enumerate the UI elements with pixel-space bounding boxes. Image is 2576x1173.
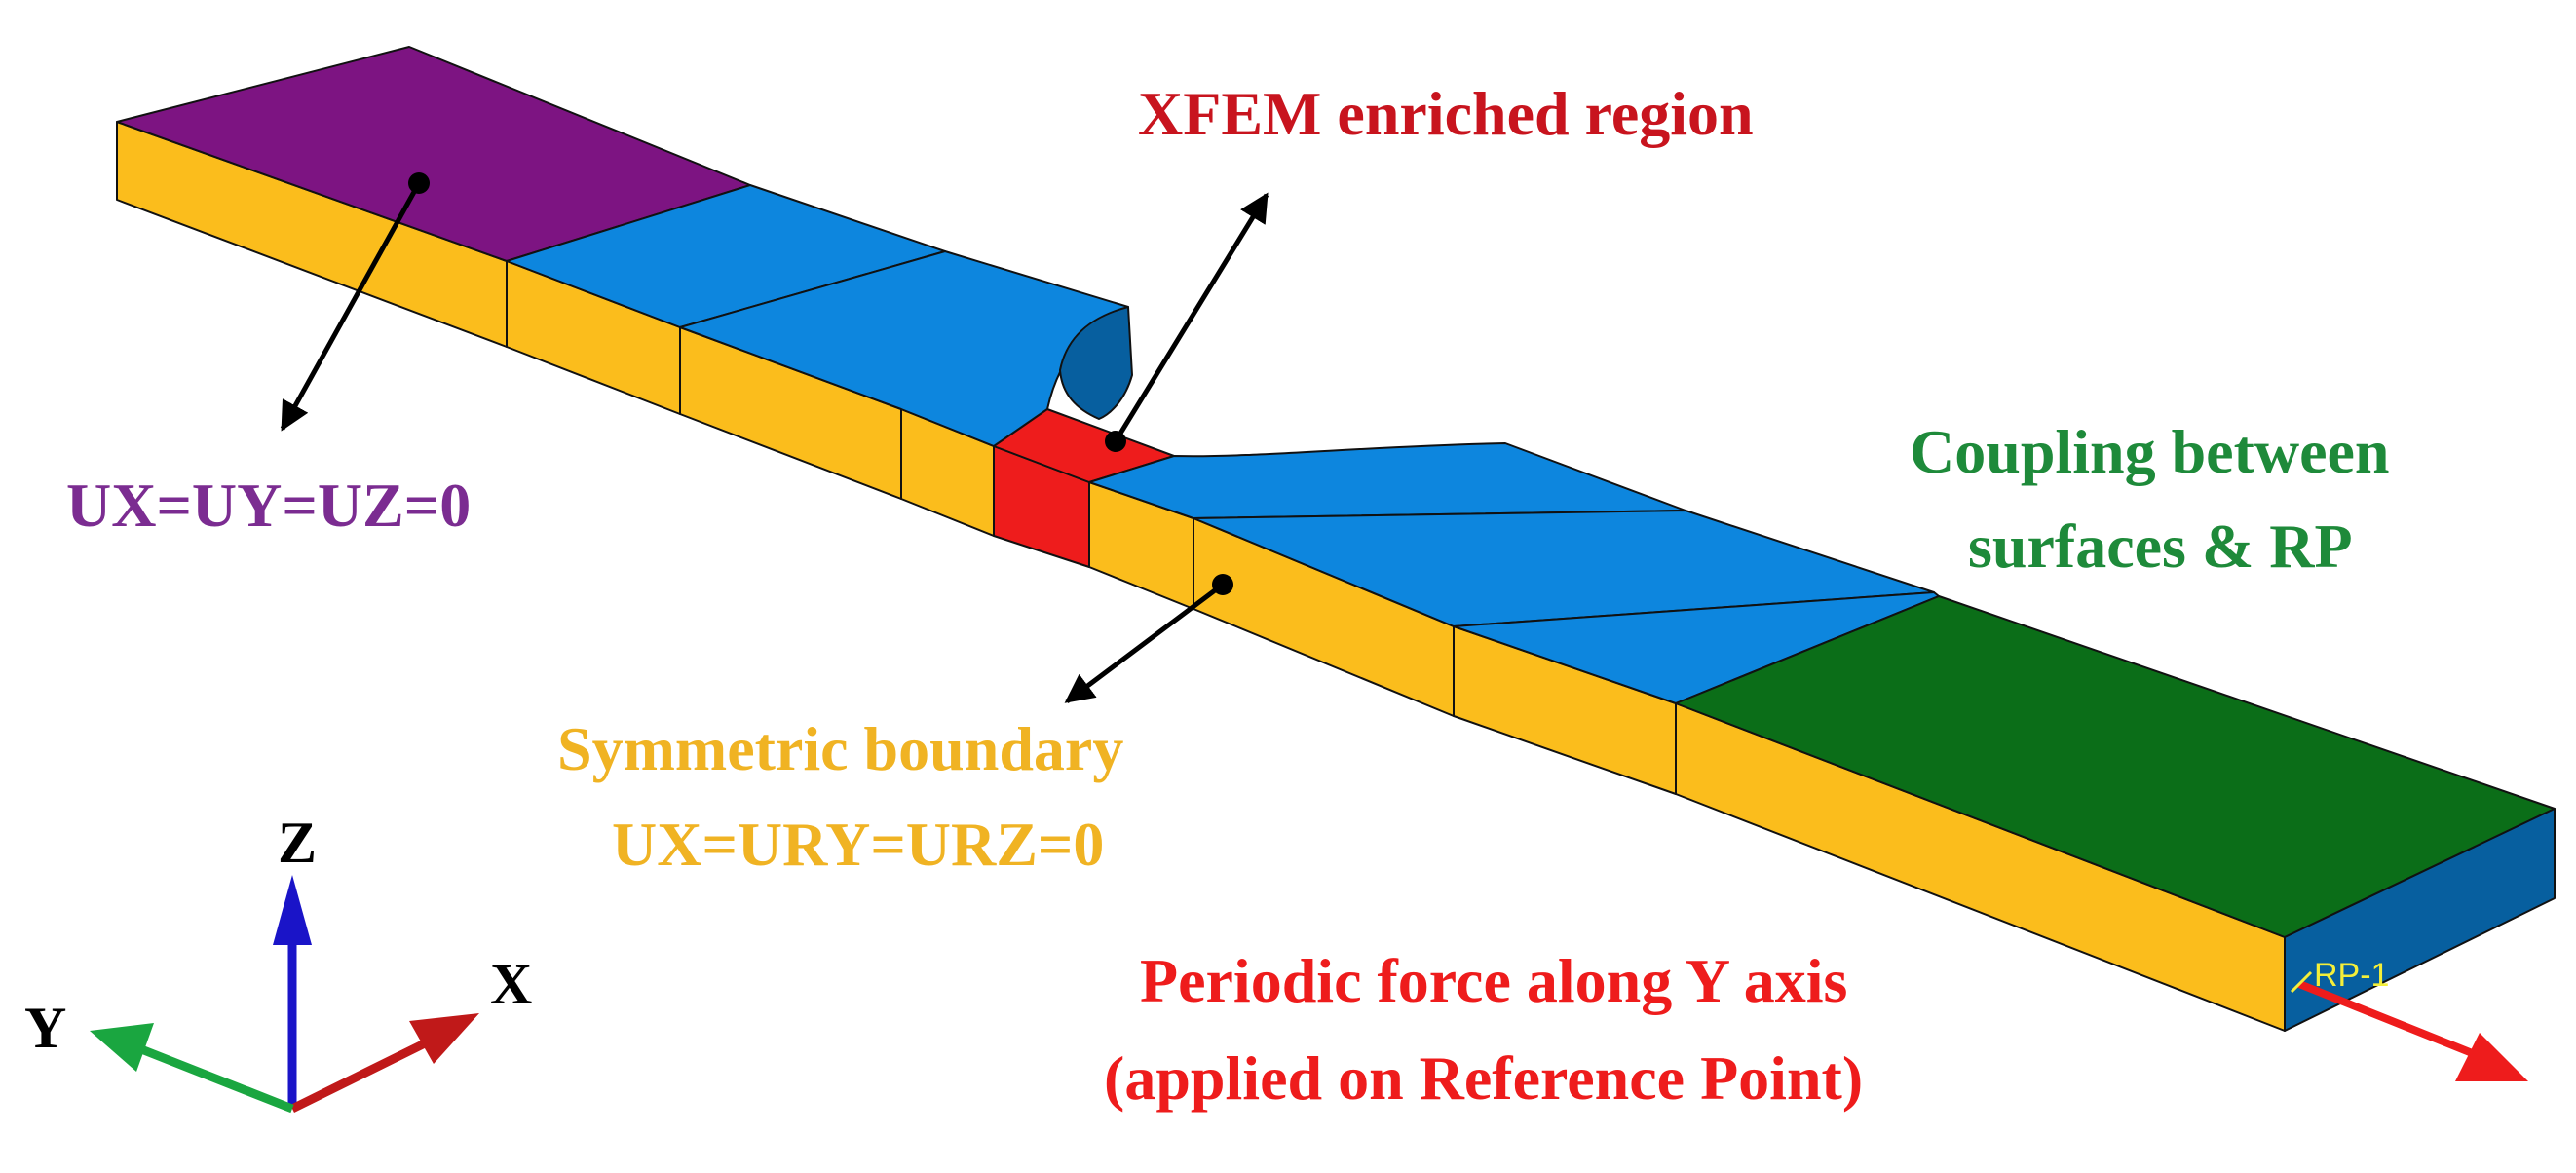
coordinate-axes: Z X Y bbox=[24, 811, 532, 1114]
text-labels: XFEM enriched region UX=UY=UZ=0 Coupling… bbox=[66, 79, 2390, 1113]
rp-tick bbox=[2290, 970, 2313, 994]
reference-point-group: RP-1 bbox=[2290, 957, 2528, 1081]
label-fixed: UX=UY=UZ=0 bbox=[66, 471, 471, 540]
specimen-body bbox=[116, 46, 2556, 1032]
label-force-1: Periodic force along Y axis bbox=[1140, 946, 1847, 1015]
label-symmetric-2: UX=URY=URZ=0 bbox=[612, 810, 1104, 879]
axis-x-line bbox=[290, 1033, 438, 1114]
arrow-fixed bbox=[280, 181, 422, 432]
point-symmetric bbox=[1212, 574, 1233, 595]
label-coupling-2: surfaces & RP bbox=[1968, 511, 2353, 581]
arrow-symmetric bbox=[1064, 583, 1225, 703]
label-xfem: XFEM enriched region bbox=[1138, 79, 1754, 148]
notch-hole-face bbox=[1059, 306, 1133, 420]
point-fixed bbox=[408, 172, 430, 194]
top-mesh-3 bbox=[1088, 442, 1686, 519]
axis-y-line bbox=[134, 1042, 294, 1114]
arrow-xfem bbox=[1113, 192, 1269, 443]
end-face-right bbox=[2284, 808, 2556, 1032]
label-coupling-1: Coupling between bbox=[1910, 417, 2390, 486]
annotation-arrows bbox=[280, 172, 1269, 703]
rp-label: RP-1 bbox=[2314, 957, 2389, 994]
axis-y-head bbox=[90, 1023, 154, 1072]
axis-x-label: X bbox=[490, 952, 532, 1016]
axis-x-head bbox=[409, 1013, 479, 1064]
axis-z-head bbox=[273, 875, 312, 945]
axis-z-label: Z bbox=[278, 811, 317, 875]
point-xfem bbox=[1105, 431, 1126, 452]
label-force-2: (applied on Reference Point) bbox=[1104, 1043, 1863, 1113]
force-arrow bbox=[2297, 980, 2496, 1066]
force-arrow-head bbox=[2455, 1033, 2528, 1081]
label-symmetric-1: Symmetric boundary bbox=[557, 714, 1123, 783]
axis-y-label: Y bbox=[24, 996, 66, 1060]
